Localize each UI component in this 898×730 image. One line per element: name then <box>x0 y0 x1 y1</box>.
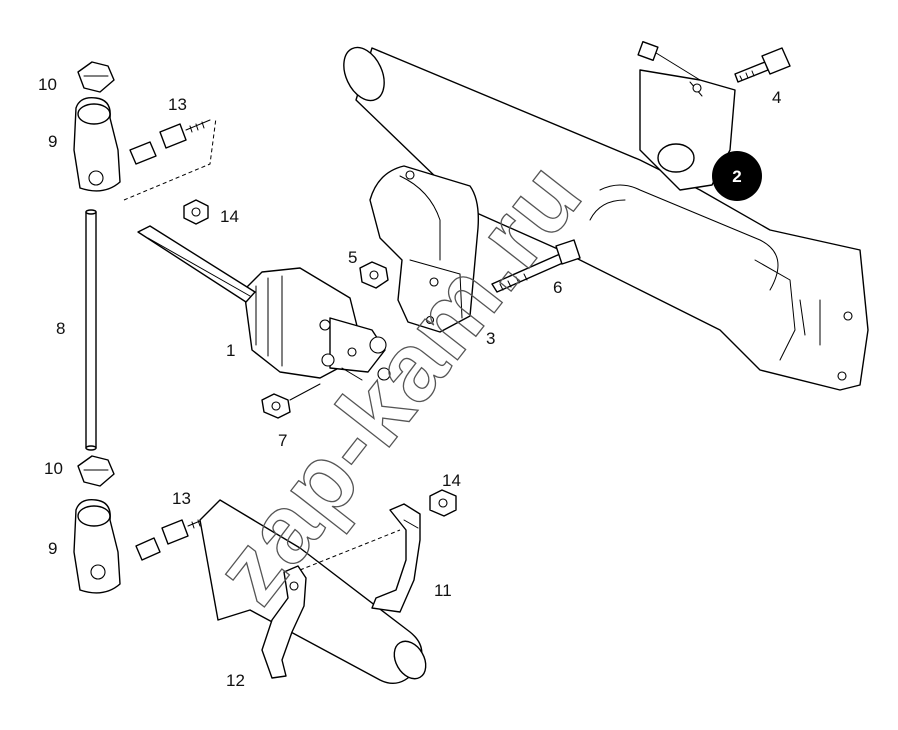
callout-9-bottom: 9 <box>48 539 57 558</box>
bracket-12 <box>261 565 307 679</box>
callout-11: 11 <box>434 581 452 600</box>
callout-2-circle <box>712 151 762 201</box>
callout-10-top: 10 <box>38 75 57 94</box>
callout-6: 6 <box>553 278 562 297</box>
height-valve-1 <box>243 267 391 381</box>
axle-tube <box>343 46 869 391</box>
nut-7 <box>261 383 321 419</box>
callout-12: 12 <box>226 671 245 690</box>
bracket-11 <box>371 503 421 613</box>
upper-bracket <box>637 40 736 191</box>
callout-7: 7 <box>278 431 287 450</box>
callout-4: 4 <box>772 88 781 107</box>
bolt-4 <box>734 47 791 83</box>
callout-5: 5 <box>348 248 357 267</box>
lever-arm <box>137 225 256 303</box>
lower-rod-end <box>73 455 213 594</box>
bolt-6 <box>491 239 581 293</box>
nut-5 <box>359 261 389 289</box>
callout-9-top: 9 <box>48 132 57 151</box>
callout-13-top: 13 <box>168 95 187 114</box>
callout-13-bottom: 13 <box>172 489 191 508</box>
callout-10-bottom: 10 <box>44 459 63 478</box>
nut-14-lower <box>429 489 457 517</box>
rod-8 <box>85 209 97 451</box>
callout-1: 1 <box>226 341 235 360</box>
lower-mounting-plate <box>199 499 427 684</box>
callout-3: 3 <box>486 329 495 348</box>
callout-8: 8 <box>56 319 65 338</box>
callout-2-badge: 2 <box>712 151 762 201</box>
callout-14-bottom: 14 <box>442 471 461 490</box>
callout-14-top: 14 <box>220 207 239 226</box>
nut-14-upper <box>183 199 209 225</box>
saddle-bracket-3 <box>369 165 480 333</box>
callout-2: 2 <box>732 167 741 186</box>
upper-rod-end <box>73 61 217 201</box>
